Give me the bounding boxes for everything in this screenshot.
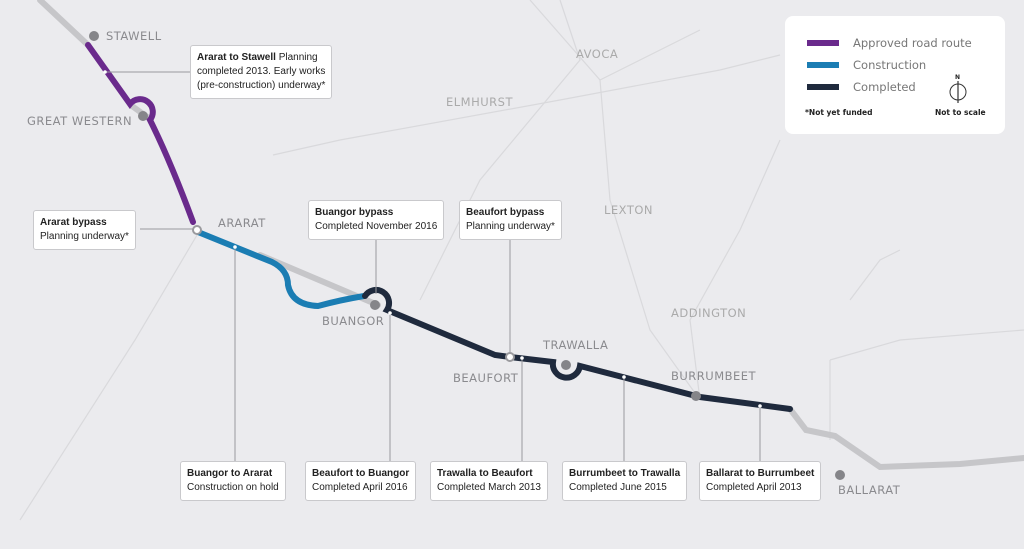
callout-title: Trawalla to Beaufort [437, 468, 533, 479]
callout-title: Ararat to Stawell [197, 52, 276, 63]
callout-ararat-stawell: Ararat to Stawell Planning completed 2013… [190, 45, 333, 99]
approved-route-line [85, 42, 196, 225]
town-markers [89, 31, 845, 480]
leader-lines [105, 71, 761, 461]
map-legend: Approved road route Construction Complet… [785, 16, 1005, 134]
north-label: N [955, 74, 961, 81]
town-great-western: GREAT WESTERN [27, 114, 133, 128]
legend-label: Completed [853, 80, 916, 94]
town-stawell: STAWELL [106, 29, 162, 43]
town-buangor: BUANGOR [322, 314, 385, 328]
town-elmhurst: ELMHURST [446, 95, 513, 109]
legend-footnote: *Not yet funded [805, 108, 873, 117]
callout-text: Completed March 2013 [437, 482, 541, 493]
legend-swatch [807, 40, 839, 46]
town-ararat: ARARAT [218, 216, 266, 230]
callout-text: Planning underway* [466, 221, 555, 232]
callout-title: Ballarat to Burrumbeet [706, 468, 815, 479]
scale-note: Not to scale [935, 108, 986, 117]
callout-text: Completed April 2016 [312, 482, 408, 493]
town-avoca: AVOCA [576, 47, 619, 61]
town-addington: ADDINGTON [671, 306, 747, 320]
legend-item-approved: Approved road route [807, 36, 972, 50]
legend-swatch [807, 84, 839, 90]
callout-text: completed 2013. Early works [197, 66, 326, 77]
legend-label: Approved road route [853, 36, 972, 50]
callout-text: Completed April 2013 [706, 482, 802, 493]
town-lexton: LEXTON [604, 203, 654, 217]
callout-title: Buangor to Ararat [187, 468, 273, 479]
callout-text: Completed June 2015 [569, 482, 667, 493]
minor-roads [19, 0, 1024, 521]
callout-title: Beaufort to Buangor [312, 468, 410, 479]
callout-title: Burrumbeet to Trawalla [569, 468, 681, 479]
callout-text: Construction on hold [187, 482, 279, 493]
callout-text: Planning underway* [40, 231, 129, 242]
town-burrumbeet: BURRUMBEET [671, 369, 757, 383]
legend-item-construction: Construction [807, 58, 926, 72]
town-beaufort: BEAUFORT [453, 371, 519, 385]
callout-text: Planning [275, 52, 318, 63]
north-arrow-icon [949, 81, 967, 103]
town-trawalla: TRAWALLA [543, 338, 609, 352]
callout-title: Beaufort bypass [466, 207, 545, 218]
callout-title: Buangor bypass [315, 207, 394, 218]
legend-swatch [807, 62, 839, 68]
legend-item-completed: Completed [807, 80, 916, 94]
callout-text: (pre-construction) underway* [197, 80, 326, 91]
town-ballarat: BALLARAT [838, 483, 901, 497]
legend-label: Construction [853, 58, 927, 72]
construction-line [195, 229, 367, 310]
callout-title: Ararat bypass [40, 217, 107, 228]
completed-line [362, 287, 793, 412]
callout-text: Completed November 2016 [315, 221, 438, 232]
